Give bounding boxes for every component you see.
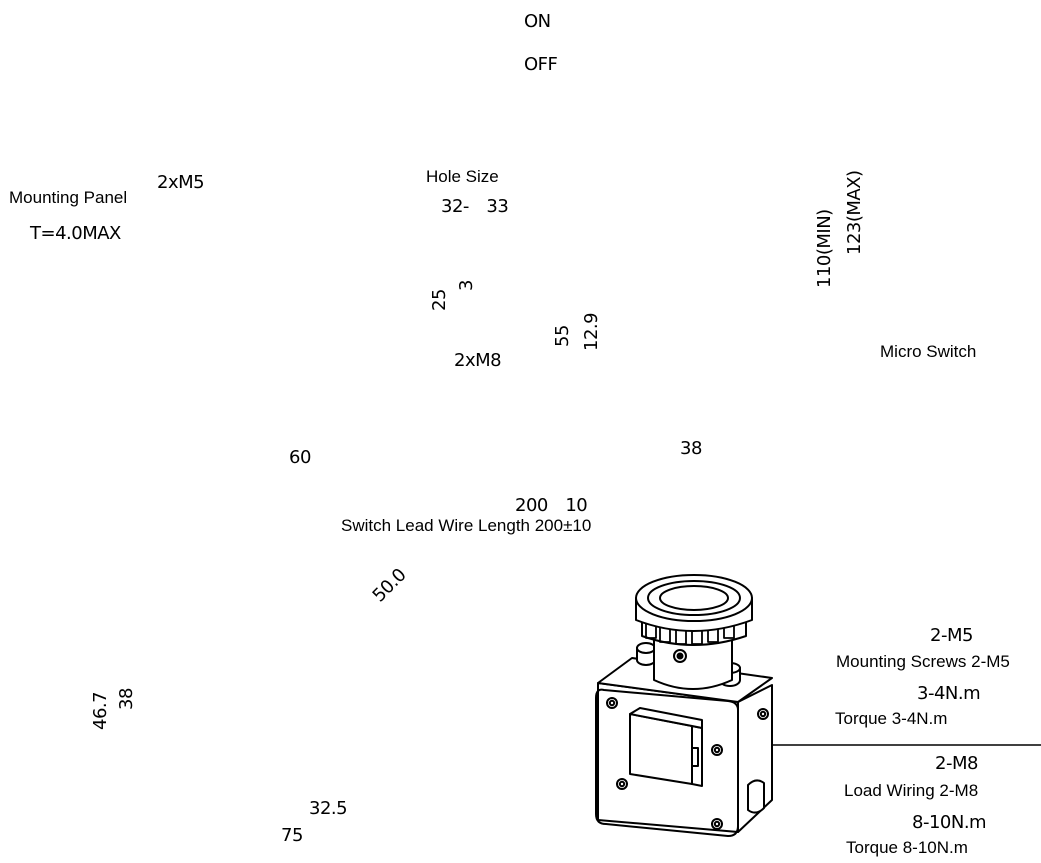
dim-60: 60 (289, 447, 311, 468)
dim-50: 50.0 (368, 564, 411, 607)
load-torque-code: 8-10N.m (912, 812, 987, 833)
state-on-label: ON (524, 11, 551, 32)
dim-38-side: 38 (116, 688, 137, 710)
dim-12-9: 12.9 (581, 312, 602, 351)
state-off-label: OFF (524, 54, 558, 75)
mount-screw-label: Mounting Screws 2-M5 (836, 652, 1010, 671)
lead-wire-value: 200 10 (515, 495, 588, 516)
load-torque-label: Torque 8-10N.m (846, 838, 968, 857)
hole-size-label: Hole Size (426, 167, 499, 186)
hole-size-value: 32- 33 (441, 196, 509, 217)
load-wiring-code: 2-M8 (935, 753, 978, 774)
dim-32-5: 32.5 (309, 798, 348, 819)
mount-torque-label: Torque 3-4N.m (835, 709, 948, 728)
panel-thickness-label: T=4.0MAX (30, 223, 121, 244)
panel-screws-label: 2xM5 (157, 172, 205, 193)
dim-55: 55 (552, 325, 573, 347)
dim-38-top: 38 (680, 438, 702, 459)
lead-wire-label: Switch Lead Wire Length 200±10 (341, 516, 592, 535)
mounting-panel-label: Mounting Panel (9, 188, 128, 207)
mount-torque-code: 3-4N.m (917, 683, 981, 704)
thread-m8-label: 2xM8 (454, 350, 502, 371)
emergency-stop-switch-illustration (595, 574, 1041, 837)
dim-46-7: 46.7 (90, 691, 111, 730)
height-max-label: 123(MAX) (844, 170, 865, 255)
mount-screw-code: 2-M5 (930, 625, 973, 646)
micro-switch-label: Micro Switch (880, 342, 977, 361)
load-wiring-label: Load Wiring 2-M8 (844, 781, 979, 800)
dim-75: 75 (281, 825, 303, 846)
dim-3: 3 (456, 280, 477, 291)
dim-25: 25 (429, 289, 450, 311)
height-min-label: 110(MIN) (814, 209, 835, 288)
